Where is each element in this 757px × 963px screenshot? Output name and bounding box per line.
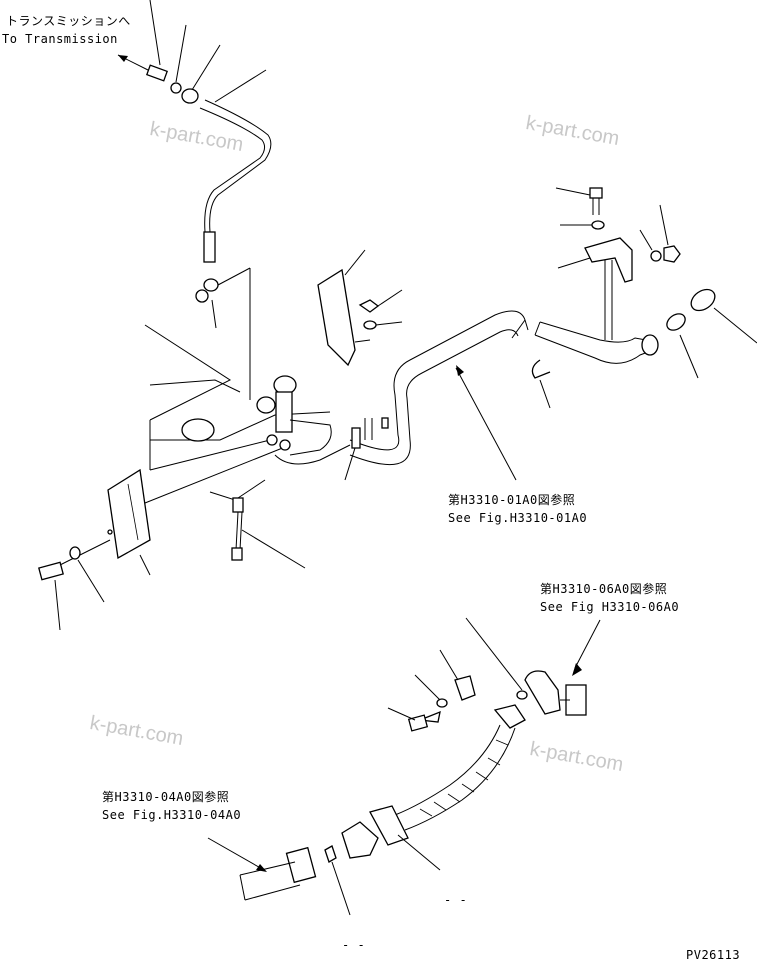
ref1-en-label: See Fig.H3310-01A0 xyxy=(448,511,588,525)
lower-hose-assembly xyxy=(207,617,601,916)
upper-right-bracket xyxy=(531,187,681,409)
link-rod xyxy=(209,479,306,569)
dash-label-b: - - xyxy=(342,938,366,952)
mounting-bracket xyxy=(38,468,151,631)
ref2-jp-label: 第H3310-06A0図参照 xyxy=(540,582,668,596)
cover-plate xyxy=(317,249,403,367)
ref1-jp-label: 第H3310-01A0図参照 xyxy=(448,493,576,507)
to-transmission-en-label: To Transmission xyxy=(2,32,118,46)
to-transmission-jp-label: トランスミッションへ xyxy=(6,14,131,28)
ref2-en-label: See Fig H3310-06A0 xyxy=(540,600,680,614)
frame-assembly xyxy=(139,324,351,506)
main-pipe xyxy=(344,288,757,481)
ref3-jp-label: 第H3310-04A0図参照 xyxy=(102,790,230,804)
ref3-en-label: See Fig.H3310-04A0 xyxy=(102,808,242,822)
dash-label-a: - - xyxy=(444,893,468,907)
figure-code: PV26113 xyxy=(686,948,741,962)
transmission-hose-assembly xyxy=(117,0,272,400)
